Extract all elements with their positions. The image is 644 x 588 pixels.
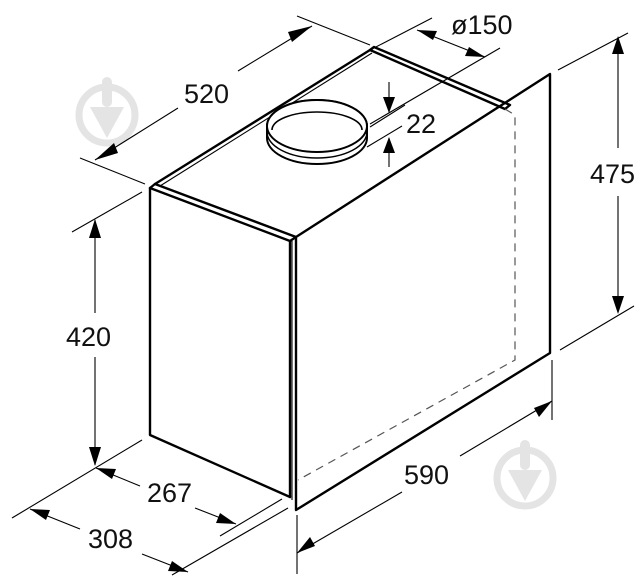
dimension-267: 267 [11,439,283,537]
dimension-label-590: 590 [404,460,449,490]
dimension-590: 590 [296,360,553,574]
watermark-download-icon-right [493,440,557,510]
dimension-label-520: 520 [184,79,229,109]
dimension-label-150: ø150 [451,10,513,40]
duct-collar [266,99,368,165]
dimension-label-267: 267 [147,478,192,508]
dimension-diameter-150: ø150 [369,10,513,125]
watermark-download-icon-left [75,77,139,147]
dimension-22: 22 [366,82,436,167]
dimension-label-420: 420 [66,322,111,352]
dimension-label-475: 475 [590,159,635,189]
hood-body [148,45,552,512]
dimension-420: 420 [66,191,143,466]
dimension-308: 308 [29,507,289,576]
dimension-label-308: 308 [88,524,133,554]
dimension-475: 475 [557,32,635,351]
dimension-label-22: 22 [406,109,436,139]
dimension-520: 520 [79,15,371,185]
